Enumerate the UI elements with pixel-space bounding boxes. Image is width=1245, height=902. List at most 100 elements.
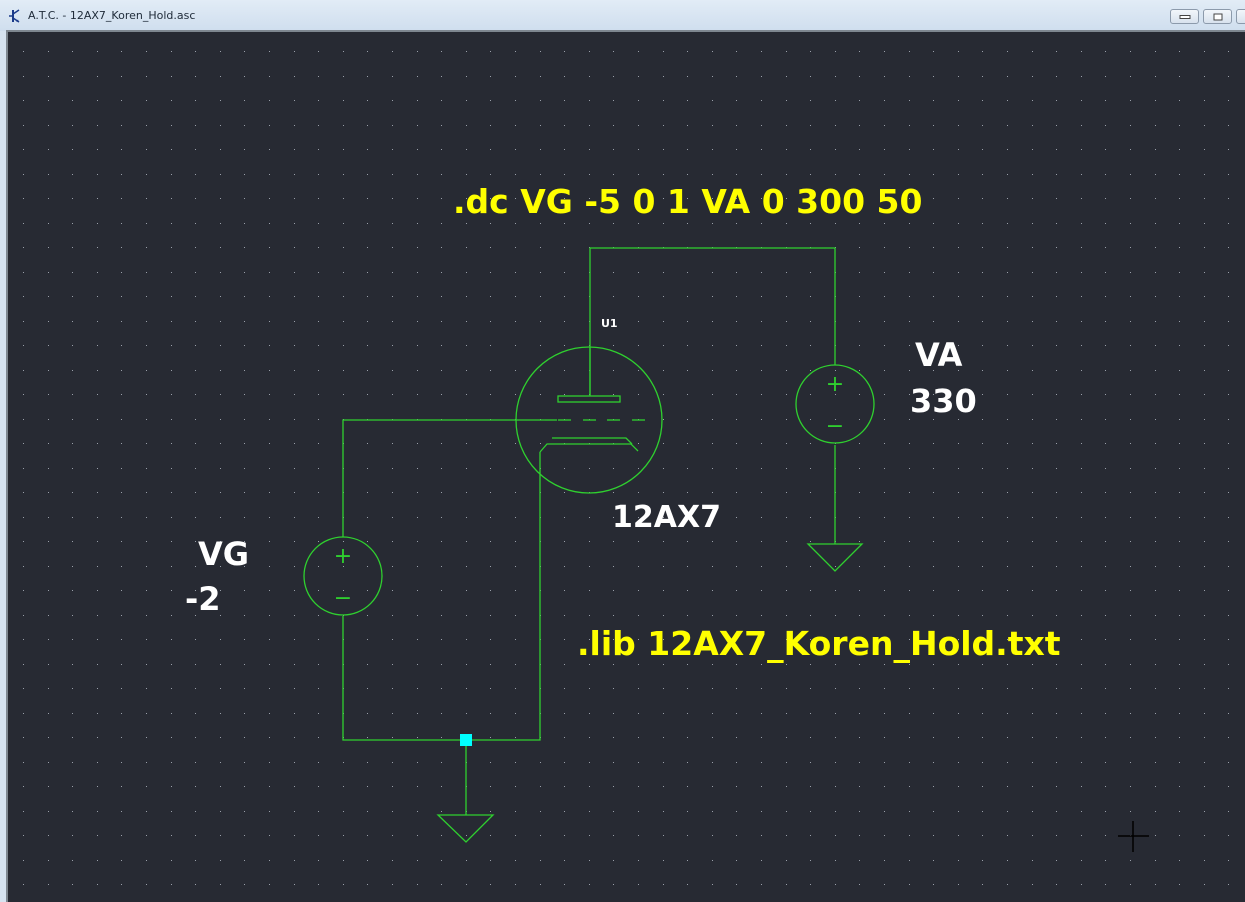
grid-dot bbox=[441, 884, 442, 885]
grid-dot bbox=[909, 76, 910, 77]
grid-dot bbox=[1007, 419, 1008, 420]
grid-dot bbox=[294, 664, 295, 665]
grid-dot bbox=[859, 639, 860, 640]
grid-dot bbox=[367, 664, 368, 665]
schematic-canvas[interactable] bbox=[6, 30, 1245, 902]
grid-dot bbox=[1105, 517, 1106, 518]
grid-dot bbox=[48, 737, 49, 738]
minimize-button[interactable] bbox=[1170, 9, 1199, 24]
wire-grid-vg[interactable] bbox=[342, 419, 545, 537]
grid-dot bbox=[1081, 198, 1082, 199]
grid-dot bbox=[835, 786, 836, 787]
grid-dot bbox=[294, 860, 295, 861]
grid-dot bbox=[318, 541, 319, 542]
grid-dot bbox=[1032, 590, 1033, 591]
grid-dot bbox=[1179, 737, 1180, 738]
grid-dot bbox=[933, 198, 934, 199]
grid-dot bbox=[1179, 198, 1180, 199]
grid-dot bbox=[810, 419, 811, 420]
voltage-source-va[interactable] bbox=[795, 364, 875, 444]
grid-dot bbox=[786, 51, 787, 52]
ground-icon-va[interactable] bbox=[806, 543, 864, 572]
grid-dot bbox=[121, 468, 122, 469]
grid-dot bbox=[417, 198, 418, 199]
grid-dot bbox=[220, 541, 221, 542]
grid-dot bbox=[515, 370, 516, 371]
grid-dot bbox=[1056, 51, 1057, 52]
junction-node[interactable] bbox=[460, 734, 472, 746]
grid-dot bbox=[23, 590, 24, 591]
grid-dot bbox=[1032, 566, 1033, 567]
grid-dot bbox=[1081, 811, 1082, 812]
grid-dot bbox=[958, 272, 959, 273]
grid-dot bbox=[933, 884, 934, 885]
title-bar[interactable]: A.T.C. - 12AX7_Koren_Hold.asc bbox=[0, 0, 1245, 31]
grid-dot bbox=[318, 737, 319, 738]
lib-directive[interactable]: .lib 12AX7_Koren_Hold.txt bbox=[577, 624, 1061, 663]
grid-dot bbox=[490, 762, 491, 763]
grid-dot bbox=[171, 419, 172, 420]
grid-dot bbox=[1228, 125, 1229, 126]
grid-dot bbox=[589, 615, 590, 616]
grid-dot bbox=[244, 272, 245, 273]
grid-dot bbox=[1056, 76, 1057, 77]
grid-dot bbox=[687, 174, 688, 175]
grid-dot bbox=[1179, 370, 1180, 371]
grid-dot bbox=[810, 860, 811, 861]
grid-dot bbox=[171, 468, 172, 469]
grid-dot bbox=[1130, 198, 1131, 199]
grid-dot bbox=[909, 468, 910, 469]
grid-dot bbox=[982, 688, 983, 689]
grid-dot bbox=[1204, 51, 1205, 52]
grid-dot bbox=[810, 737, 811, 738]
grid-dot bbox=[540, 296, 541, 297]
wire-anode-va[interactable] bbox=[589, 247, 836, 395]
grid-dot bbox=[1155, 664, 1156, 665]
grid-dot bbox=[835, 76, 836, 77]
grid-dot bbox=[859, 566, 860, 567]
grid-dot bbox=[909, 541, 910, 542]
grid-dot bbox=[367, 321, 368, 322]
grid-dot bbox=[835, 174, 836, 175]
grid-dot bbox=[441, 198, 442, 199]
grid-dot bbox=[909, 786, 910, 787]
grid-dot bbox=[1130, 443, 1131, 444]
grid-dot bbox=[294, 566, 295, 567]
grid-dot bbox=[220, 517, 221, 518]
grid-dot bbox=[48, 762, 49, 763]
grid-dot bbox=[1081, 394, 1082, 395]
voltage-source-vg[interactable] bbox=[303, 536, 383, 616]
grid-dot bbox=[23, 149, 24, 150]
grid-dot bbox=[982, 100, 983, 101]
grid-dot bbox=[269, 247, 270, 248]
grid-dot bbox=[1081, 345, 1082, 346]
grid-dot bbox=[859, 394, 860, 395]
grid-dot bbox=[638, 296, 639, 297]
dc-sweep-directive[interactable]: .dc VG -5 0 1 VA 0 300 50 bbox=[453, 182, 922, 221]
grid-dot bbox=[933, 345, 934, 346]
grid-dot bbox=[220, 737, 221, 738]
grid-dot bbox=[1179, 345, 1180, 346]
grid-dot bbox=[441, 345, 442, 346]
grid-dot bbox=[195, 296, 196, 297]
grid-dot bbox=[1032, 76, 1033, 77]
grid-dot bbox=[72, 51, 73, 52]
grid-dot bbox=[146, 149, 147, 150]
grid-dot bbox=[1007, 321, 1008, 322]
grid-dot bbox=[23, 615, 24, 616]
wire-vg-node[interactable] bbox=[342, 452, 541, 741]
grid-dot bbox=[220, 345, 221, 346]
grid-dot bbox=[540, 321, 541, 322]
grid-dot bbox=[1204, 76, 1205, 77]
close-button[interactable] bbox=[1236, 9, 1245, 24]
grid-dot bbox=[933, 321, 934, 322]
tube-12ax7[interactable] bbox=[515, 346, 663, 494]
ground-icon-node[interactable] bbox=[436, 814, 495, 843]
grid-dot bbox=[97, 762, 98, 763]
grid-dot bbox=[1105, 786, 1106, 787]
grid-dot bbox=[613, 149, 614, 150]
restore-button[interactable] bbox=[1203, 9, 1232, 24]
grid-dot bbox=[687, 713, 688, 714]
grid-dot bbox=[72, 100, 73, 101]
